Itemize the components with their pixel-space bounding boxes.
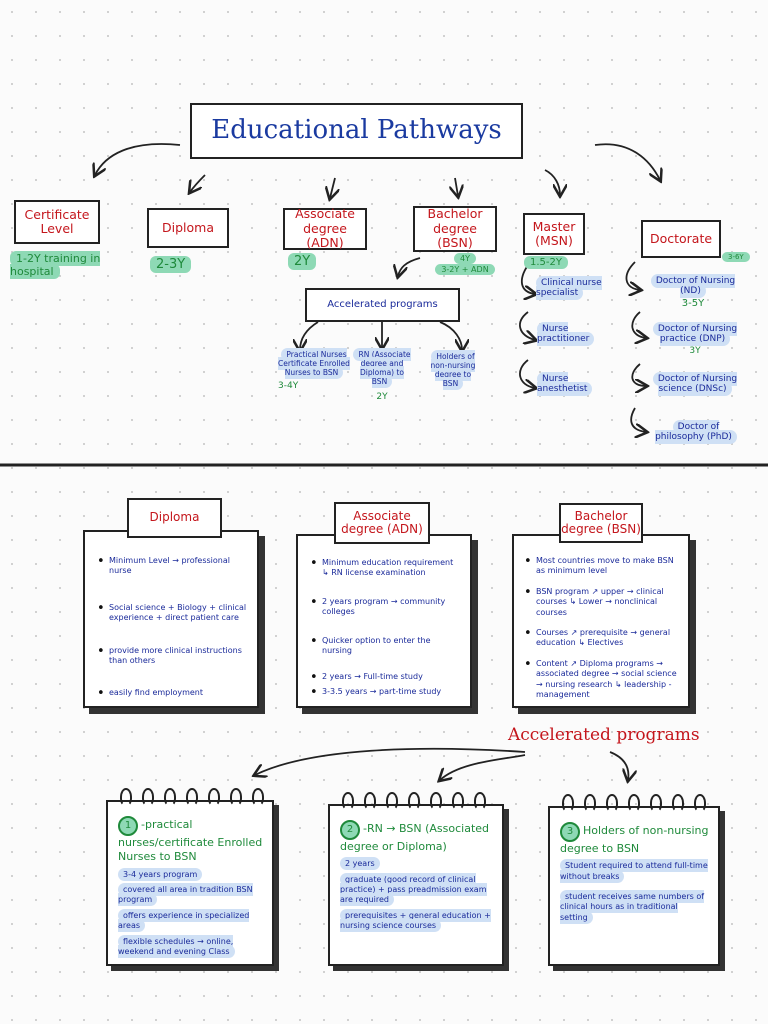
level-certificate: Certificate Level bbox=[14, 200, 100, 244]
doctorate-role-1: Doctor of Nursing (ND) 3-5Y bbox=[648, 274, 738, 309]
level-associate: Associate degree (ADN) bbox=[283, 207, 367, 250]
note-number: 1 bbox=[118, 816, 138, 836]
accelerated-programs-box: Accelerated programs bbox=[305, 288, 460, 322]
card-bachelor-title: Bachelor degree (BSN) bbox=[559, 503, 643, 543]
master-role-3: Nurse anesthetist bbox=[537, 372, 603, 396]
level-master-duration: 1.5-2Y bbox=[524, 256, 568, 269]
master-role-2: Nurse practitioner bbox=[537, 322, 603, 346]
doctorate-role-2: Doctor of Nursing practice (DNP) 3Y bbox=[650, 322, 740, 356]
level-master: Master (MSN) bbox=[523, 213, 585, 255]
note-practical-nurses: 1-practical nurses/certificate Enrolled … bbox=[106, 788, 274, 966]
note-bullet: offers experience in specialized areas bbox=[118, 908, 250, 933]
card-bullet: 2 years program → community colleges bbox=[308, 595, 462, 618]
note-bullet: flexible schedules → online, weekend and… bbox=[118, 934, 235, 958]
level-certificate-duration: 1-2Y training in hospital bbox=[10, 251, 101, 279]
card-bullet: BSN program ↗ upper → clinical courses ↳… bbox=[522, 585, 682, 618]
card-bullet: provide more clinical instructions than … bbox=[95, 644, 249, 667]
card-diploma: Minimum Level → professional nurse Socia… bbox=[83, 530, 259, 708]
note-bullet: 3-4 years program bbox=[118, 867, 203, 881]
note-title: -RN → BSN (Associated degree or Diploma) bbox=[340, 822, 490, 853]
note-bullet: student receives same numbers of clinica… bbox=[560, 890, 705, 924]
spiral-binding bbox=[342, 792, 486, 810]
spiral-binding bbox=[562, 794, 706, 812]
note-bullet: prerequisites + general education + nurs… bbox=[340, 908, 491, 933]
card-associate: Minimum education requirement ↳ RN licen… bbox=[296, 534, 472, 708]
note-bullet: covered all area in tradition BSN progra… bbox=[118, 882, 253, 907]
card-bullet: Most countries move to make BSN as minim… bbox=[522, 554, 682, 577]
master-role-1: Clinical nurse specialist bbox=[536, 276, 602, 300]
card-bullet: 2 years → Full-time study bbox=[308, 670, 462, 688]
note-bullet: 2 years bbox=[340, 857, 380, 871]
card-bullet: Quicker option to enter the nursing bbox=[308, 634, 462, 657]
card-associate-title: Associate degree (ADN) bbox=[334, 502, 430, 544]
level-doctorate: Doctorate bbox=[641, 220, 721, 258]
card-bachelor: Most countries move to make BSN as minim… bbox=[512, 534, 690, 708]
level-doctorate-duration: 3-6Y bbox=[722, 252, 750, 262]
level-bachelor-duration: 4Y 3-2Y + ADN bbox=[430, 253, 500, 276]
doctorate-role-4: Doctor of philosophy (PhD) bbox=[652, 420, 740, 444]
note-number: 3 bbox=[560, 822, 580, 842]
card-diploma-title: Diploma bbox=[127, 498, 222, 538]
accelerated-section-title: Accelerated programs bbox=[508, 725, 700, 745]
level-associate-duration: 2Y bbox=[288, 253, 317, 270]
note-bullet: Student required to attend full-time wit… bbox=[560, 859, 708, 883]
page-title-box: Educational Pathways bbox=[190, 103, 523, 159]
note-title: -practical nurses/certificate Enrolled N… bbox=[118, 818, 263, 864]
page-title: Educational Pathways bbox=[211, 115, 502, 146]
card-bullet: Social science + Biology + clinical expe… bbox=[95, 601, 249, 624]
level-diploma: Diploma bbox=[147, 208, 229, 248]
accelerated-item-3: Holders of non-nursing degree to BSN bbox=[430, 350, 476, 390]
level-bachelor: Bachelor degree (BSN) bbox=[413, 206, 497, 252]
note-rn-bsn: 2-RN → BSN (Associated degree or Diploma… bbox=[328, 792, 504, 966]
card-bullet: 3-3.5 years → part-time study bbox=[308, 685, 462, 703]
card-bullet: easily find employment bbox=[95, 686, 249, 704]
accelerated-item-1: Practical Nurses Certificate Enrolled Nu… bbox=[278, 348, 350, 391]
accelerated-item-2: RN (Associate degree and Diploma) to BSN… bbox=[350, 348, 414, 402]
note-number: 2 bbox=[340, 820, 360, 840]
card-bullet: Courses ↗ prerequisite → general educati… bbox=[522, 626, 682, 649]
note-title: Holders of non-nursing degree to BSN bbox=[560, 824, 709, 855]
doctorate-role-3: Doctor of Nursing science (DNSc) bbox=[650, 372, 740, 396]
card-bullet: Content ↗ Diploma programs → associated … bbox=[522, 657, 682, 701]
card-bullet: Minimum Level → professional nurse bbox=[95, 554, 249, 577]
note-bullet: graduate (good record of clinical practi… bbox=[340, 872, 487, 907]
card-bullet: Minimum education requirement ↳ RN licen… bbox=[308, 556, 462, 579]
spiral-binding bbox=[120, 788, 264, 806]
level-diploma-duration: 2-3Y bbox=[150, 256, 192, 273]
